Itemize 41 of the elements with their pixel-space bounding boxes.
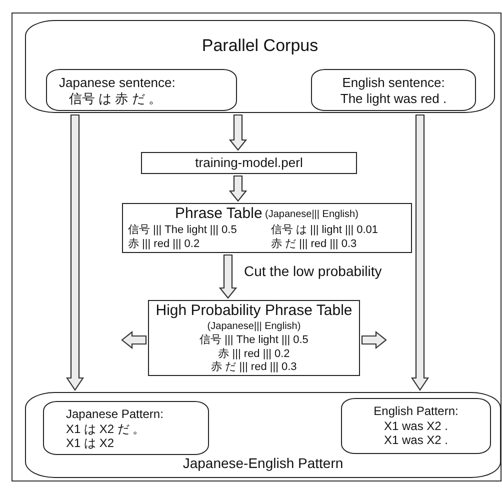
- heading: training-model.perl: [195, 156, 303, 170]
- block-arrow: [228, 175, 248, 202]
- block-arrow: [228, 114, 248, 151]
- block-arrow: [66, 114, 84, 391]
- text-line: X1 は X2: [66, 437, 114, 450]
- heading: Japanese Pattern:: [66, 408, 164, 422]
- heading: English sentence:: [342, 76, 445, 90]
- text-line: 赤 だ ||| red ||| 0.3: [271, 238, 357, 250]
- rounded-box: [25, 392, 501, 478]
- text-line: 信号 ||| The light ||| 0.5: [128, 224, 237, 236]
- text-line: (Japanese||| English): [265, 209, 358, 220]
- block-arrow: [121, 330, 147, 350]
- text-line: The light was red .: [340, 92, 447, 106]
- text-line: 赤 だ ||| red ||| 0.3: [211, 361, 297, 374]
- text-line: X1 was X2 .: [384, 420, 448, 434]
- heading: Japanese-English Pattern: [182, 456, 344, 472]
- rounded-box: [25, 20, 495, 113]
- table-box: [148, 300, 360, 376]
- text-line: 赤 ||| red ||| 0.2: [128, 238, 200, 250]
- text-line: 信号 ||| The light ||| 0.5: [200, 334, 308, 346]
- rounded-box: [43, 401, 209, 455]
- block-arrow: [218, 254, 238, 299]
- table-box: [122, 203, 412, 253]
- heading: High Probability Phrase Table: [156, 303, 352, 320]
- heading: Parallel Corpus: [202, 37, 318, 56]
- block-arrow: [361, 330, 387, 350]
- text-line: 信号 は 赤 だ 。: [69, 92, 162, 106]
- text-line: X1 was X2 .: [384, 434, 448, 448]
- heading: English Pattern:: [374, 405, 458, 418]
- text-line: 信号 は ||| light ||| 0.01: [271, 224, 378, 236]
- block-arrow: [410, 114, 430, 391]
- rounded-box: [46, 69, 237, 111]
- process-box: [141, 152, 357, 174]
- text-line: (Japanese||| English): [207, 321, 301, 332]
- rounded-box: [311, 69, 476, 111]
- text-line: X1 は X2 だ 。: [66, 423, 145, 436]
- rounded-box: [341, 398, 491, 454]
- heading: Japanese sentence:: [59, 76, 176, 90]
- heading: Phrase Table: [175, 206, 262, 222]
- text-line: 赤 ||| red ||| 0.2: [218, 348, 290, 360]
- edge-label: Cut the low probability: [244, 264, 382, 280]
